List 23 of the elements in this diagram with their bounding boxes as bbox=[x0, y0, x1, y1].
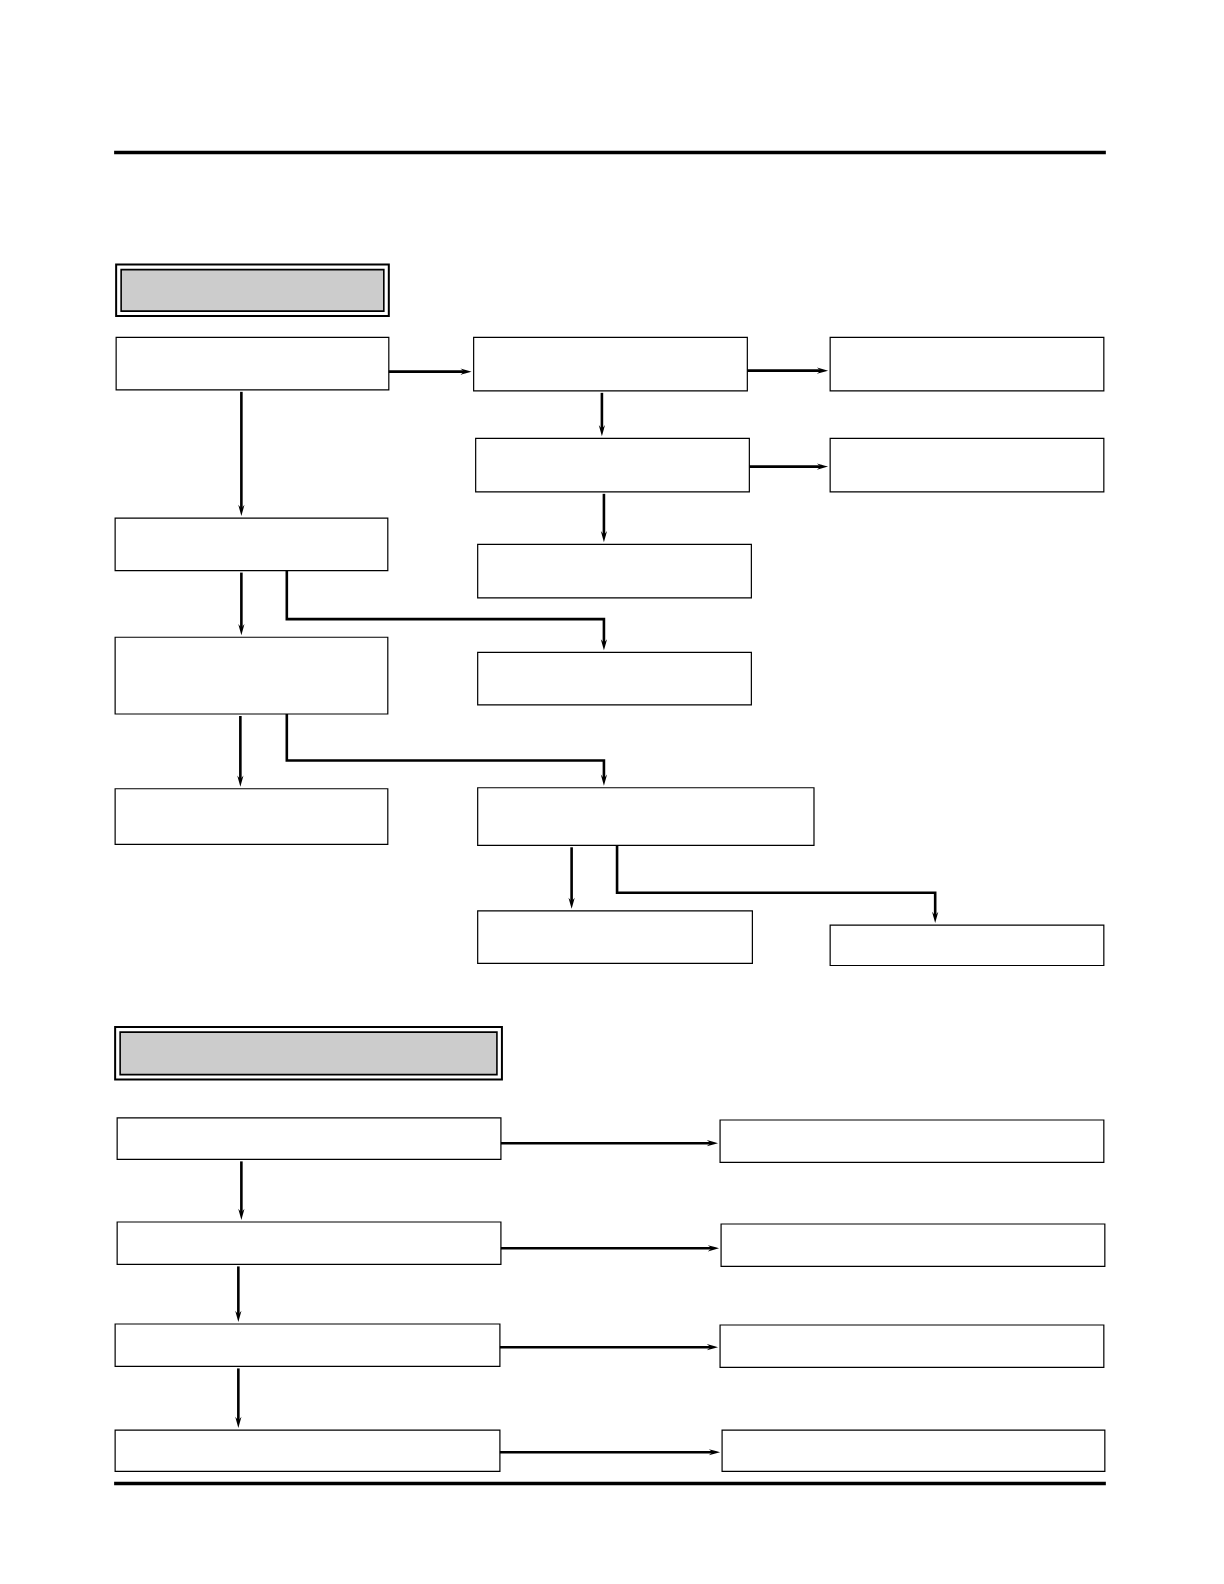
heading-band bbox=[115, 263, 390, 318]
process-box bbox=[114, 517, 389, 572]
process-box bbox=[477, 787, 815, 846]
process-box bbox=[477, 651, 752, 706]
process-box bbox=[477, 910, 753, 965]
heading-band bbox=[114, 1026, 503, 1081]
process-box bbox=[719, 1119, 1105, 1163]
process-box bbox=[114, 1323, 501, 1367]
process-box bbox=[829, 336, 1105, 392]
process-box bbox=[114, 788, 389, 845]
process-box bbox=[114, 1429, 501, 1473]
process-box bbox=[115, 336, 390, 391]
process-box bbox=[477, 543, 752, 599]
process-box bbox=[721, 1429, 1106, 1473]
process-box bbox=[720, 1223, 1106, 1268]
process-box bbox=[116, 1221, 502, 1265]
process-box bbox=[116, 1117, 502, 1160]
process-box bbox=[829, 924, 1105, 967]
process-box bbox=[114, 636, 389, 715]
process-box bbox=[719, 1324, 1105, 1368]
process-box bbox=[475, 437, 750, 493]
process-box bbox=[829, 437, 1105, 493]
process-box bbox=[473, 336, 748, 392]
